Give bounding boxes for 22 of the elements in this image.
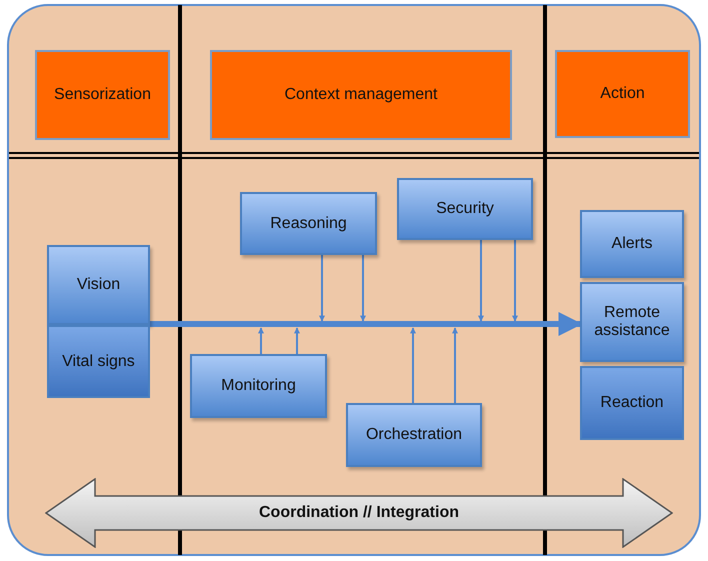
arrow (410, 327, 416, 403)
module-box: Security (397, 178, 533, 240)
action-box: Alerts (580, 210, 684, 278)
arrow (478, 240, 484, 322)
arrow (512, 240, 518, 322)
arrow (294, 327, 300, 354)
module-box: Monitoring (190, 354, 327, 418)
arrow (258, 327, 264, 354)
arrow (360, 255, 366, 322)
sensor-box: Vital signs (47, 325, 150, 398)
module-box: Reasoning (240, 192, 377, 255)
action-box: Remote assistance (580, 282, 684, 362)
module-box: Orchestration (346, 403, 482, 467)
sensor-box: Vision (47, 245, 150, 325)
header-box: Sensorization (35, 50, 170, 140)
action-box: Reaction (580, 366, 684, 440)
header-box: Action (555, 50, 690, 138)
double-arrow-band: Coordination // Integration (45, 478, 673, 548)
arrow (150, 312, 582, 336)
arrow (452, 327, 458, 403)
header-box: Context management (210, 50, 512, 140)
arrow (319, 255, 325, 322)
